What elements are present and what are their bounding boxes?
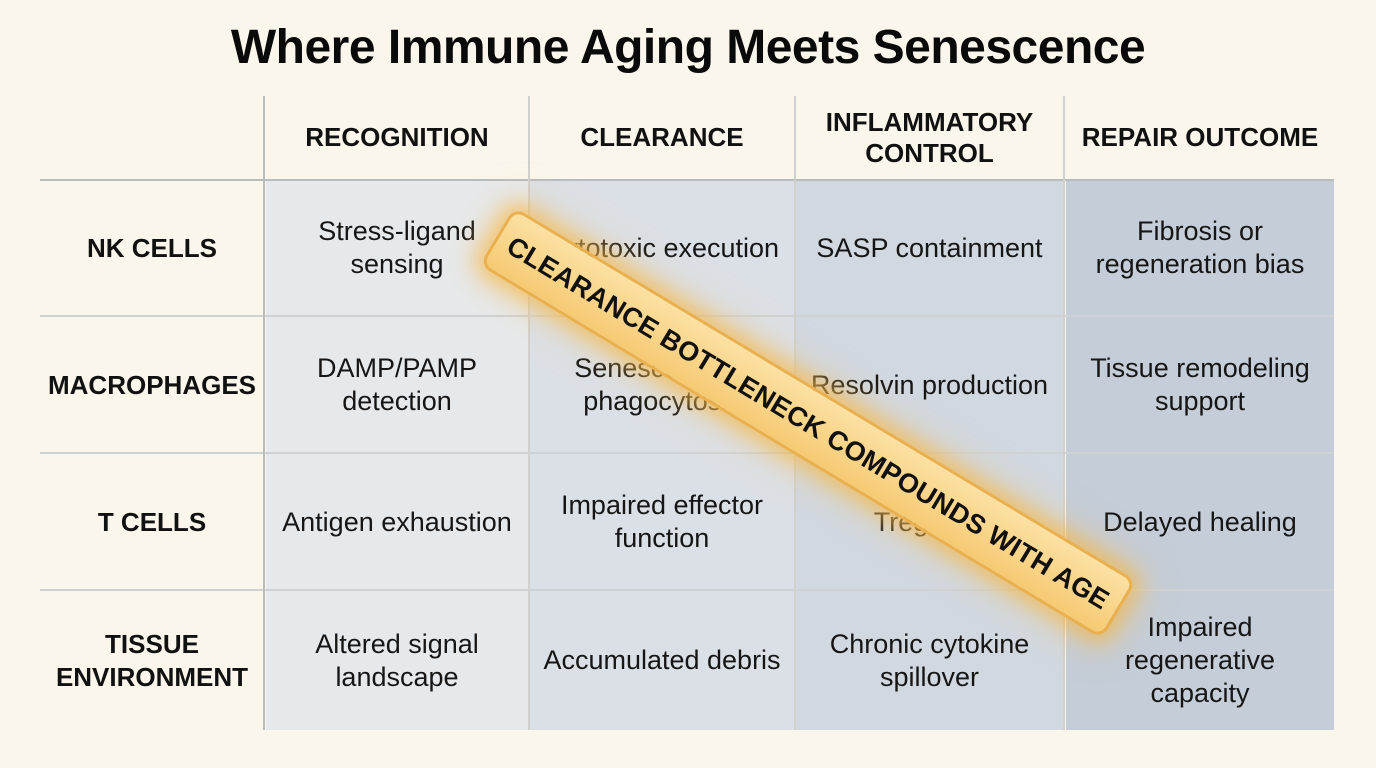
cell-nk-recognition: Stress-ligand sensing: [266, 180, 528, 316]
cell-nk-inflammatory-control: SASP containment: [796, 180, 1063, 316]
header-divider: [40, 179, 1334, 181]
cell-tissue-recognition: Altered signal landscape: [266, 591, 528, 730]
row-header-macrophages: MACROPHAGES: [47, 369, 256, 400]
column-header-repair-outcome: REPAIR OUTCOME: [1081, 122, 1319, 153]
cell-tissue-inflammatory-control: Chronic cytokine spillover: [796, 591, 1063, 730]
cell-tissue-clearance: Accumulated debris: [530, 591, 794, 730]
column-divider: [528, 96, 530, 730]
diagram-title: Where Immune Aging Meets Senescence: [230, 21, 1146, 74]
row-header-nk-cells: NK CELLS: [87, 232, 217, 263]
row-divider: [40, 589, 1334, 591]
column-header-inflammatory-control: INFLAMMATORY CONTROL: [825, 106, 1034, 168]
cell-macrophages-recognition: DAMP/PAMP detection: [266, 317, 528, 453]
row-header-t-cells: T CELLS: [97, 506, 207, 537]
cell-t-cells-clearance: Impaired effector function: [530, 454, 794, 590]
row-header-divider: [263, 96, 265, 730]
row-divider: [40, 452, 1334, 454]
column-header-recognition: RECOGNITION: [305, 122, 489, 153]
matrix-table: RECOGNITION CLEARANCE INFLAMMATORY CONTR…: [40, 96, 1334, 730]
column-divider: [1063, 96, 1065, 730]
cell-nk-repair-outcome: Fibrosis or regeneration bias: [1066, 180, 1334, 316]
column-header-clearance: CLEARANCE: [580, 122, 744, 153]
row-header-tissue-environment: TISSUE ENVIRONMENT: [55, 629, 249, 692]
cell-t-cells-recognition: Antigen exhaustion: [266, 454, 528, 590]
cell-macrophages-repair-outcome: Tissue remodeling support: [1066, 317, 1334, 453]
